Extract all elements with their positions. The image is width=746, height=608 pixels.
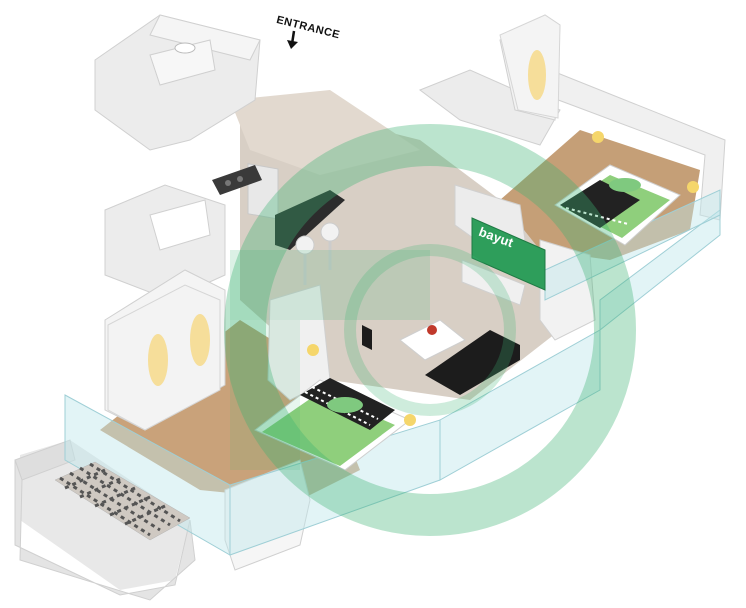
living-room [362, 217, 546, 395]
kitchen [212, 163, 345, 285]
wardrobes [107, 14, 561, 431]
bed-left [254, 344, 416, 471]
balcony-checker [54, 461, 191, 541]
bathrooms [149, 39, 216, 251]
arrow-down-icon [287, 30, 298, 49]
glass-railings [64, 189, 721, 556]
bed-right [554, 131, 699, 246]
bayut-logo-watermark [224, 124, 636, 536]
